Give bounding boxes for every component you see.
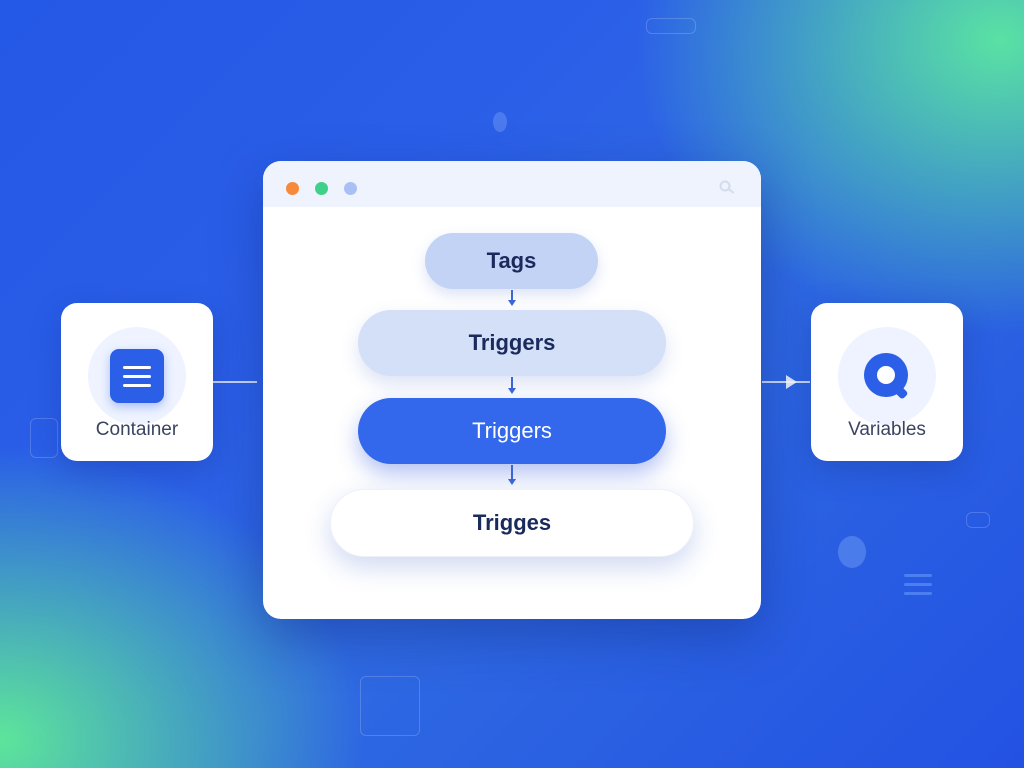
flow-step-tags[interactable]: Tags bbox=[425, 233, 598, 289]
window-title-bar bbox=[263, 161, 761, 207]
flow-step-triggers-active[interactable]: Triggers bbox=[358, 398, 666, 464]
variables-label: Variables bbox=[848, 419, 926, 440]
down-arrow-icon bbox=[508, 377, 516, 394]
browser-window: Tags Triggers Triggers Trigges bbox=[263, 161, 761, 619]
connector-arrowhead bbox=[786, 375, 797, 389]
background-dot-decoration bbox=[838, 536, 866, 568]
background-lines-decoration bbox=[904, 574, 932, 601]
flow-step-triggers[interactable]: Triggers bbox=[358, 310, 666, 376]
container-icon-circle bbox=[88, 327, 186, 425]
container-card[interactable]: Container bbox=[61, 303, 213, 461]
connector-line-left bbox=[213, 381, 257, 383]
down-arrow-icon bbox=[508, 290, 516, 306]
window-close-dot[interactable] bbox=[286, 182, 299, 195]
variables-card[interactable]: Variables bbox=[811, 303, 963, 461]
background-square-decoration bbox=[360, 676, 420, 736]
background-square-decoration bbox=[646, 18, 696, 34]
search-icon[interactable] bbox=[719, 180, 735, 194]
document-list-icon bbox=[110, 349, 164, 403]
window-maximize-dot[interactable] bbox=[315, 182, 328, 195]
background-square-decoration bbox=[966, 512, 990, 528]
background-dot-decoration bbox=[493, 112, 507, 132]
variable-q-icon bbox=[860, 349, 914, 403]
down-arrow-icon bbox=[508, 465, 516, 485]
container-label: Container bbox=[95, 419, 179, 440]
window-minimize-dot[interactable] bbox=[344, 182, 357, 195]
flow-step-trigges[interactable]: Trigges bbox=[330, 489, 694, 557]
variables-icon-circle bbox=[838, 327, 936, 425]
background-square-decoration bbox=[30, 418, 58, 458]
